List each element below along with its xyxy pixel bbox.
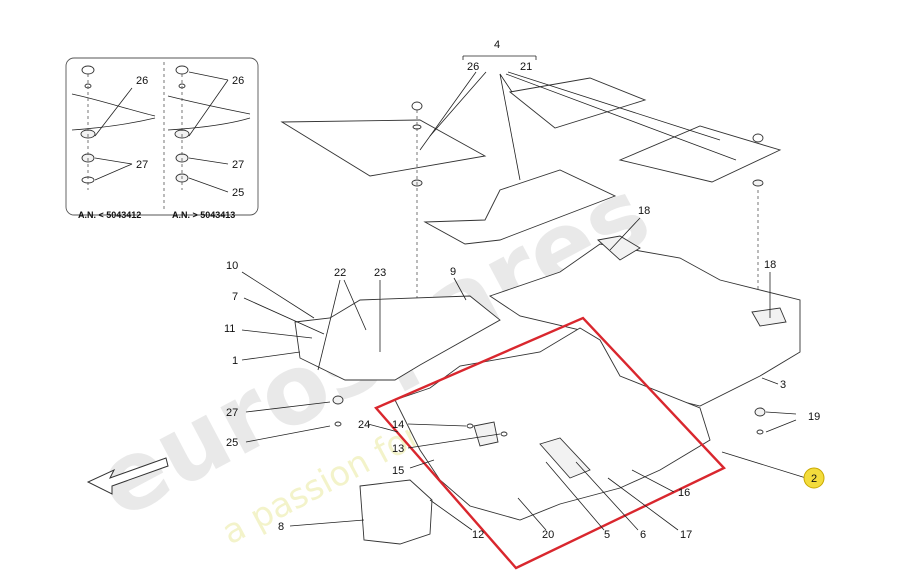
- callout-20: 20: [542, 529, 554, 541]
- inset-left-caption: A.N. < 5043412: [78, 210, 141, 220]
- highlight-badge: 2: [803, 467, 825, 489]
- callout-13: 13: [392, 443, 404, 455]
- callout-5: 5: [604, 529, 610, 541]
- callout-23: 23: [374, 267, 386, 279]
- carpet-front-left: [294, 295, 501, 381]
- inset-right-caption: A.N. > 5043413: [172, 210, 235, 220]
- callout-18b: 18: [764, 259, 776, 271]
- callout-26: 26: [467, 61, 479, 73]
- mat-rear-left: [508, 77, 647, 129]
- inset-panel: 26 27 26 27 25 A.N. < 5043412 A.N. > 504…: [65, 57, 259, 220]
- callout-17: 17: [680, 529, 692, 541]
- floor-mats: [280, 77, 782, 360]
- carpet-assembly: [294, 235, 801, 545]
- trim-panel: [359, 479, 433, 545]
- callout-22: 22: [334, 267, 346, 279]
- mat-front-right: [423, 169, 617, 245]
- callout-labels: 4 26 21 18 18 10 22 23 9 7 11 1 3 27 25 …: [224, 39, 820, 541]
- inset-right-label-27: 27: [232, 159, 244, 171]
- inset-left-label-27: 27: [136, 159, 148, 171]
- callout-25: 25: [226, 437, 238, 449]
- callout-27: 27: [226, 407, 238, 419]
- callout-4: 4: [494, 39, 500, 51]
- callout-8: 8: [278, 521, 284, 533]
- highlight-frame: [374, 316, 726, 570]
- inset-left-label-26: 26: [136, 75, 148, 87]
- inset-right-label-26: 26: [232, 75, 244, 87]
- carpet-front-main: [394, 327, 711, 521]
- callout-9: 9: [450, 266, 456, 278]
- inset-right-label-25: 25: [232, 187, 244, 199]
- callout-18a: 18: [638, 205, 650, 217]
- callout-7: 7: [232, 291, 238, 303]
- callout-11: 11: [224, 323, 235, 335]
- callout-1: 1: [232, 355, 238, 367]
- callout-16: 16: [678, 487, 690, 499]
- mat-front-left: [280, 119, 487, 177]
- callout-10: 10: [226, 260, 238, 272]
- callout-15: 15: [392, 465, 404, 477]
- callout-3: 3: [780, 379, 786, 391]
- callout-14: 14: [392, 419, 404, 431]
- callout-21: 21: [520, 61, 532, 73]
- callout-24: 24: [358, 419, 370, 431]
- callout-12: 12: [472, 529, 484, 541]
- mat-rear-right: [618, 125, 782, 183]
- direction-arrow-icon: [86, 457, 169, 495]
- leader-lines: [241, 55, 807, 531]
- callout-19: 19: [808, 411, 820, 423]
- callout-6: 6: [640, 529, 646, 541]
- callout-2: 2: [811, 473, 817, 485]
